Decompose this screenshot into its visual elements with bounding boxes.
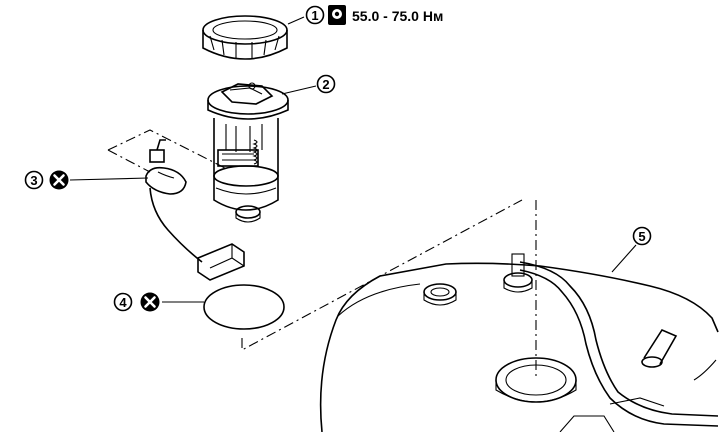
fuel-level-sensor	[145, 139, 245, 281]
callout-2: 2	[316, 74, 336, 94]
svg-text:3: 3	[30, 173, 37, 188]
alignment-guides	[107, 129, 537, 380]
lock-ring	[202, 15, 288, 60]
callout-4: 4	[113, 292, 160, 312]
leader-lines	[69, 16, 637, 303]
svg-text:2: 2	[322, 77, 329, 92]
svg-text:4: 4	[119, 295, 127, 310]
svg-text:5: 5	[638, 229, 645, 244]
do-not-reuse-icon	[49, 170, 69, 190]
fuel-tank	[319, 253, 719, 432]
svg-text:55.0 - 75.0 Нм: 55.0 - 75.0 Нм	[352, 8, 443, 24]
callout-5: 5	[632, 226, 652, 246]
do-not-reuse-icon	[140, 292, 160, 312]
svg-text:1: 1	[311, 8, 318, 23]
torque-icon	[328, 5, 346, 25]
o-ring	[203, 284, 285, 330]
callout-1: 1 55.0 - 75.0 Нм	[305, 5, 443, 25]
fuel-pump-assembly	[207, 82, 289, 223]
callout-3: 3	[24, 170, 69, 190]
